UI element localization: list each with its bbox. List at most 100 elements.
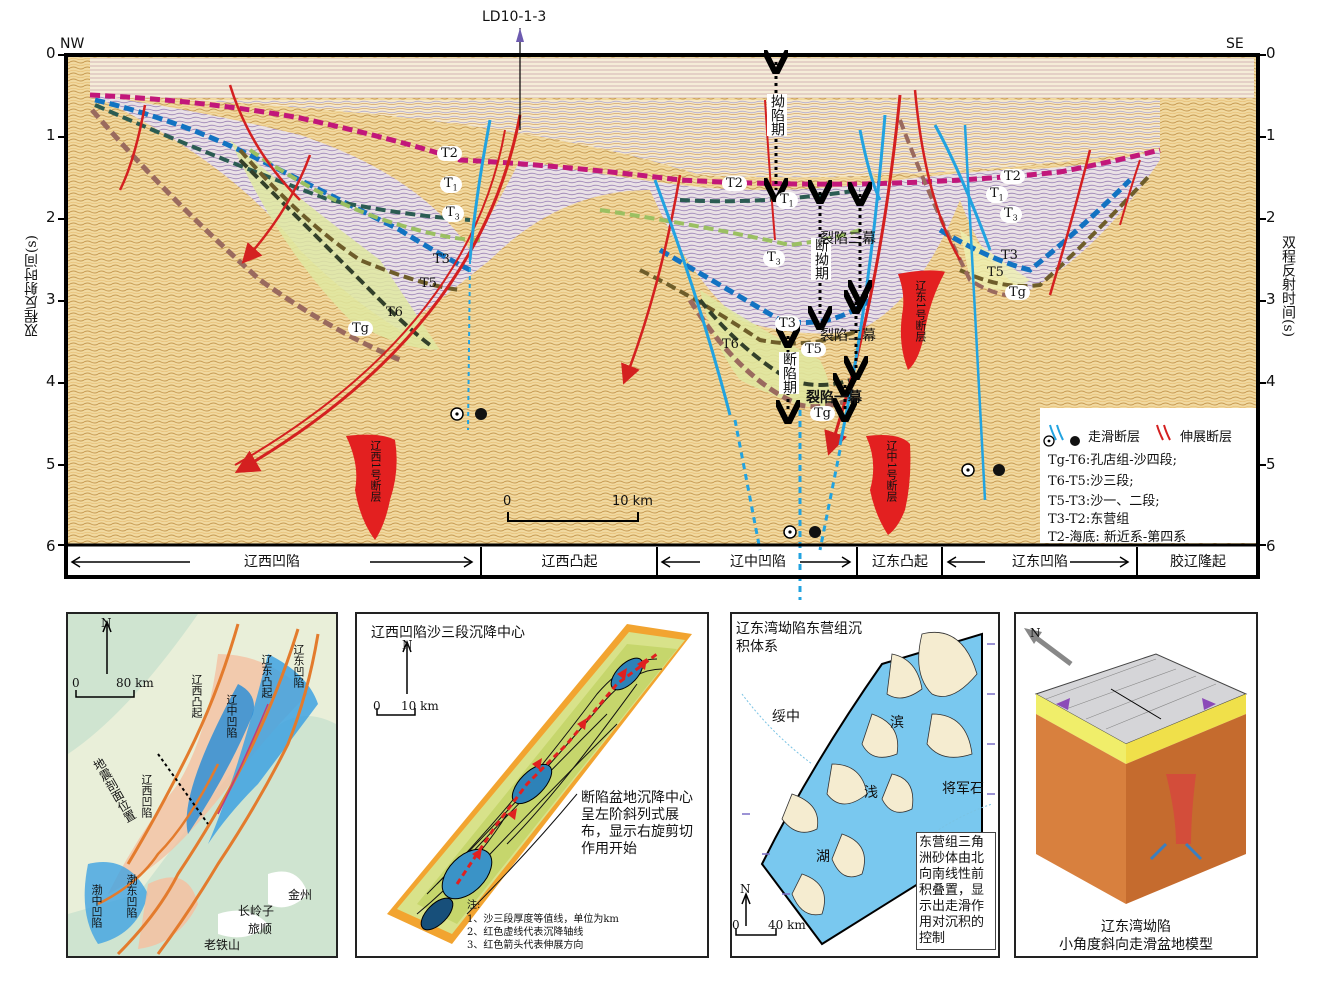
model-caption-1: 辽东湾坳陷 bbox=[1101, 919, 1171, 935]
delta-place-suizhong: 绥中 bbox=[772, 709, 800, 725]
horizon-t3s-3: T3 bbox=[1000, 206, 1022, 223]
horizon-t1-1: T1 bbox=[440, 176, 462, 193]
tick-left-2: 2 bbox=[46, 208, 56, 226]
legend-tg-t6: Tg-T6:孔店组-沙四段; bbox=[1048, 453, 1178, 468]
tick-right-3: 3 bbox=[1266, 290, 1276, 308]
horizon-t3s-2: T3 bbox=[763, 250, 785, 267]
horizon-t1-1-letter: T bbox=[444, 176, 453, 191]
zone-liaoxi-uplift: 辽西凸起 bbox=[480, 547, 657, 575]
horizon-t5-1: T5 bbox=[420, 276, 437, 291]
zone-liaodong-uplift: 辽东凸起 bbox=[856, 547, 942, 575]
horizon-t1-2: T1 bbox=[776, 192, 798, 209]
tick-left-1: 1 bbox=[46, 126, 56, 144]
panel-basin-model: N 辽东湾坳陷 小角度斜向走滑盆地模型 bbox=[1014, 612, 1258, 958]
zone-liaodong-depression: 辽东凹陷 bbox=[941, 547, 1137, 575]
tick-right-5: 5 bbox=[1266, 455, 1276, 473]
tick-left-3: 3 bbox=[46, 290, 56, 308]
fault-liaozhong-1: 辽中1号断层 bbox=[885, 440, 898, 502]
delta-title: 辽东湾坳陷东营组沉积体系 bbox=[736, 621, 862, 655]
horizon-t1-3: T1 bbox=[986, 186, 1008, 203]
fault-liaoxi-1: 辽西1号断层 bbox=[369, 440, 382, 502]
map-label-liaozhong: 辽中凹陷 bbox=[225, 694, 238, 738]
horizon-t2-2: T2 bbox=[722, 176, 747, 191]
horizon-t1-3-letter: T bbox=[990, 186, 999, 201]
map-label-liaodong-uplift: 辽东凸起 bbox=[260, 654, 273, 698]
isopach-note-head: 注: bbox=[467, 900, 481, 911]
horizon-t3-3: T3 bbox=[1001, 248, 1018, 263]
tick-right-0: 0 bbox=[1266, 44, 1276, 62]
isopach-scale-length: 10 km bbox=[401, 699, 439, 713]
panel-isopach-map: 辽西凹陷沙三段沉降中心 N 0 10 km 断陷盆地沉降中心呈左阶斜列式展布，显… bbox=[355, 612, 709, 958]
isopach-title: 辽西凹陷沙三段沉降中心 bbox=[371, 625, 525, 641]
horizon-t5-2: T5 bbox=[801, 342, 826, 357]
horizon-t3s-2-sub: 3 bbox=[775, 257, 781, 267]
legend-t6-t5: T6-T5:沙三段; bbox=[1048, 474, 1134, 489]
tick-left-6: 6 bbox=[46, 537, 56, 555]
y-axis-label-right: 双程反射时间(s) bbox=[1280, 235, 1296, 338]
isopach-note-item-2: 2、红色虚线代表沉降轴线 bbox=[467, 927, 584, 938]
se-label: SE bbox=[1226, 36, 1244, 52]
map-scale-zero: 0 bbox=[72, 676, 80, 690]
nw-label: NW bbox=[60, 36, 85, 52]
model-caption-2: 小角度斜向走滑盆地模型 bbox=[1059, 937, 1213, 953]
horizon-t6-2: T6 bbox=[722, 337, 739, 352]
tick-left-4: 4 bbox=[46, 372, 56, 390]
map-label-liaodong-depression: 辽东凹陷 bbox=[292, 644, 305, 688]
horizon-t3s-1: T3 bbox=[442, 205, 464, 222]
phase-rift-act2: 裂陷二幕 bbox=[820, 328, 876, 344]
zone-liaozhong-depression: 辽中凹陷 bbox=[656, 547, 858, 575]
horizon-tg-3: Tg bbox=[1005, 285, 1030, 300]
delta-scale-length: 40 km bbox=[768, 918, 806, 932]
location-map-graphic bbox=[68, 614, 336, 956]
delta-place-jiangjunshi: 将军石 bbox=[942, 781, 984, 797]
map-label-bodong: 渤东凹陷 bbox=[125, 874, 138, 918]
map-scale-length: 80 km bbox=[116, 676, 154, 690]
zone-liaoxi-depression: 辽西凹陷 bbox=[244, 554, 300, 570]
map-label-jinzhou: 金州 bbox=[288, 888, 313, 902]
seismic-graphic bbox=[58, 28, 1266, 600]
map-label-lvshun: 旅顺 bbox=[248, 922, 273, 936]
seismic-section: LD10-1-3 NW SE 双程反射时间(s) 双程反射时间(s) 0 1 2… bbox=[24, 9, 1296, 600]
isopach-graphic bbox=[376, 624, 692, 944]
model-north: N bbox=[1030, 626, 1041, 640]
map-north: N bbox=[101, 616, 112, 630]
map-label-laotieshan: 老铁山 bbox=[204, 938, 241, 952]
delta-note: 东营组三角洲砂体由北向南线性前积叠置，显示出走滑作用对沉积的控制 bbox=[916, 832, 996, 950]
map-label-changlingzi: 长岭子 bbox=[238, 904, 275, 918]
zone-jiaoliao-uplift: 胶辽隆起 bbox=[1136, 547, 1258, 575]
isopach-note: 断陷盆地沉降中心呈左阶斜列式展布，显示右旋剪切作用开始 bbox=[581, 790, 693, 857]
tick-right-4: 4 bbox=[1266, 372, 1276, 390]
delta-place-bin: 滨 bbox=[890, 715, 904, 731]
delta-place-qian: 浅 bbox=[864, 785, 878, 801]
legend-strike-slip: 走滑断层 bbox=[1088, 430, 1141, 445]
horizon-t3-2: T3 bbox=[775, 316, 800, 331]
horizon-t3s-2-letter: T bbox=[767, 250, 776, 265]
legend-t2-sea: T2-海底: 新近系-第四系 bbox=[1048, 530, 1187, 545]
horizon-t1-1-sub: 1 bbox=[452, 183, 458, 193]
horizon-t1-3-sub: 1 bbox=[998, 193, 1004, 203]
map-label-liaoxi-uplift: 辽西凸起 bbox=[190, 674, 203, 718]
horizon-t3s-1-sub: 3 bbox=[454, 212, 460, 222]
horizon-tg-2: Tg bbox=[810, 406, 835, 421]
isopach-scale-zero: 0 bbox=[373, 699, 381, 713]
panel-location-map: N 0 80 km 地震剖面位置 辽西凹陷 辽西凸起 辽中凹陷 辽东凸起 辽东凹… bbox=[66, 612, 338, 958]
horizon-t3s-3-sub: 3 bbox=[1012, 213, 1018, 223]
tick-left-5: 5 bbox=[46, 455, 56, 473]
horizon-t3s-3-letter: T bbox=[1004, 206, 1013, 221]
scale-ten: 10 km bbox=[612, 494, 653, 509]
isopach-north: N bbox=[402, 638, 413, 652]
map-label-bozhong: 渤中凹陷 bbox=[90, 884, 103, 928]
phase-rift-act3: 裂陷三幕 bbox=[820, 231, 876, 247]
phase-rift: 断陷期 bbox=[779, 352, 799, 394]
horizon-t6-1: T6 bbox=[386, 305, 403, 320]
isopach-note-item-3: 3、红色箭头代表伸展方向 bbox=[467, 940, 584, 951]
horizon-t5-3: T5 bbox=[987, 265, 1004, 280]
phase-rift-depression: 断拗期 bbox=[811, 238, 831, 280]
tick-left-0: 0 bbox=[46, 44, 56, 62]
tick-right-2: 2 bbox=[1266, 208, 1276, 226]
horizon-tg-1: Tg bbox=[348, 321, 373, 336]
horizon-t3-1: T3 bbox=[433, 252, 450, 267]
legend-extensional: 伸展断层 bbox=[1180, 430, 1233, 445]
horizon-t1-2-sub: 1 bbox=[788, 199, 794, 209]
delta-north: N bbox=[740, 882, 751, 896]
